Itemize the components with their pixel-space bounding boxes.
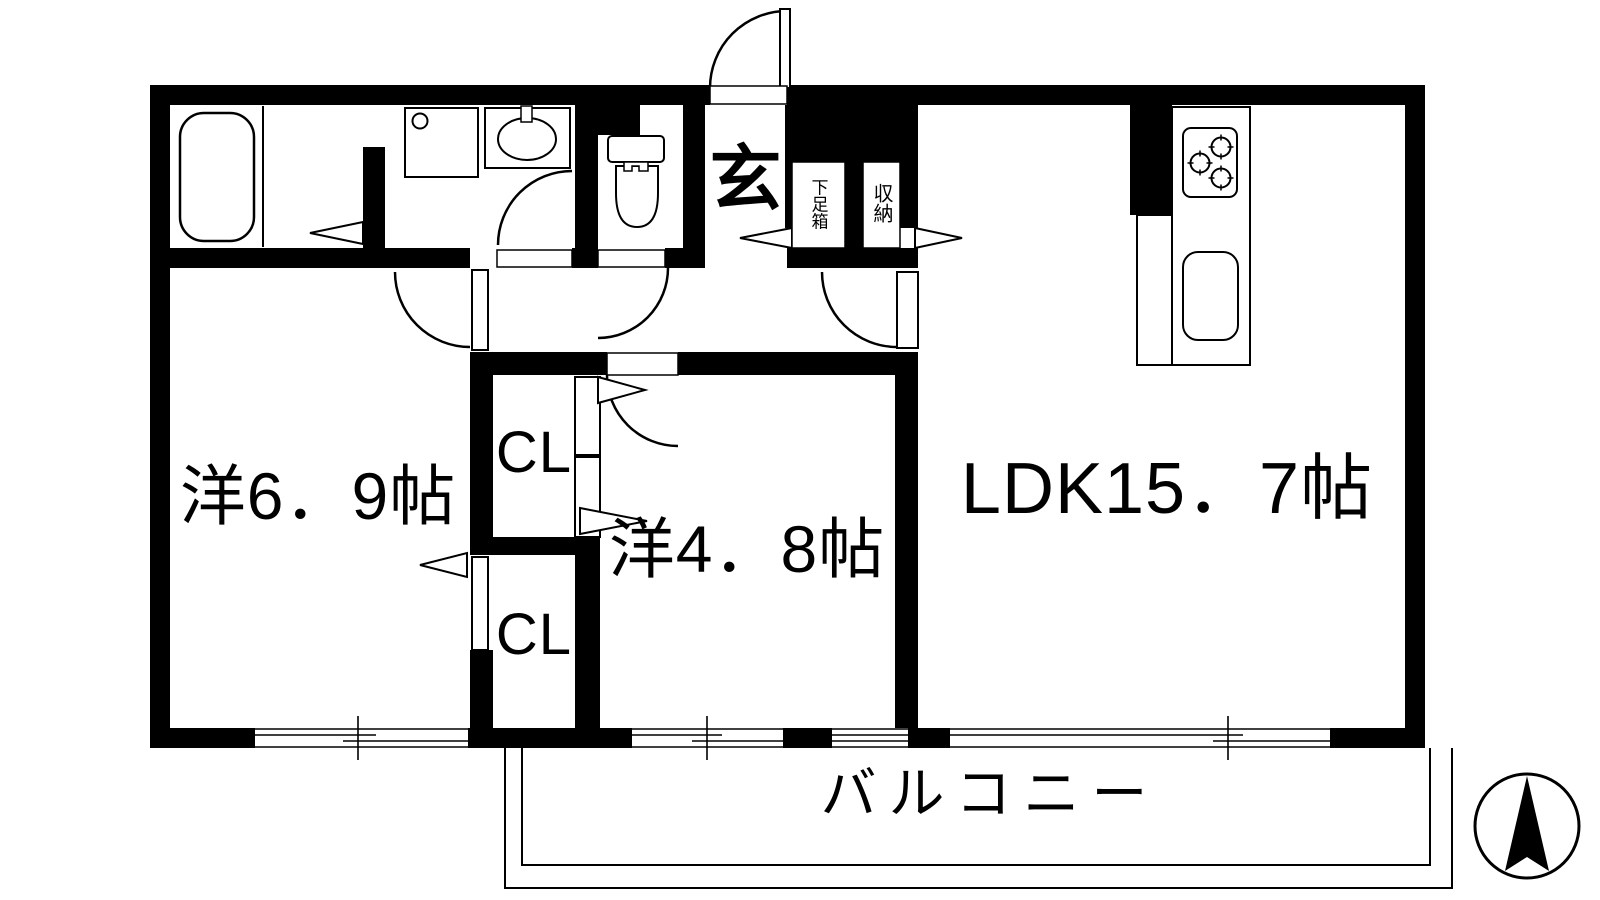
wall-segment	[792, 105, 845, 162]
door-arc-entrance	[708, 9, 788, 89]
wall-segment	[1330, 728, 1425, 748]
storage-cabinet	[862, 161, 901, 249]
wall-segment	[598, 105, 640, 135]
balcony-railing	[504, 748, 1453, 889]
opening-arrow-icon	[579, 506, 648, 536]
opening-arrow-icon	[739, 226, 793, 250]
door-arc-washroom	[496, 169, 573, 246]
wall-segment	[363, 147, 385, 248]
wall-segment	[783, 728, 832, 748]
room-label-bedroom-center: 洋4．8帖	[608, 512, 886, 586]
label-shoe-box: 下足箱	[808, 178, 828, 230]
wall-segment	[470, 650, 493, 728]
wall-segment	[908, 728, 950, 748]
door-leaf	[471, 556, 489, 651]
label-balcony: バルコニー	[820, 762, 1160, 825]
wall-segment	[678, 352, 918, 375]
door-leaf	[896, 271, 919, 349]
wall-segment	[900, 105, 918, 228]
opening-arrow-icon	[419, 551, 468, 579]
fixed-window-icon	[832, 728, 908, 748]
opening-arrow-icon	[309, 220, 364, 246]
walls	[150, 85, 1425, 748]
opening-arrow-icon	[597, 375, 649, 405]
sliding-window-icon	[255, 716, 468, 760]
toilet-icon	[607, 135, 665, 229]
washing-machine-pan-icon	[404, 107, 479, 178]
windows	[255, 716, 1330, 760]
wall-segment	[470, 352, 493, 555]
sliding-window-icon	[632, 716, 783, 760]
wall-segment	[170, 248, 470, 268]
room-label-entrance: 玄	[709, 140, 783, 220]
wall-segment	[845, 105, 863, 248]
north-arrow-icon	[1473, 772, 1581, 880]
wall-segment	[787, 248, 918, 268]
wall-segment	[785, 105, 792, 228]
wall-segment	[787, 85, 1425, 105]
wall-segment	[1405, 85, 1425, 748]
door-arc-ldk	[820, 271, 898, 349]
label-storage: 収納	[870, 183, 892, 223]
wall-segment	[468, 728, 632, 748]
wall-segment	[895, 352, 918, 728]
wall-segment	[575, 105, 598, 248]
wall-segment	[170, 728, 255, 748]
wall-segment	[470, 537, 600, 555]
door-sill	[496, 249, 573, 268]
room-label-ldk: LDK15．7帖	[960, 449, 1374, 529]
wall-segment	[470, 352, 607, 375]
wall-segment	[665, 248, 705, 268]
door-leaf	[471, 269, 489, 351]
door-leaf	[779, 8, 791, 89]
wall-segment	[1130, 105, 1172, 215]
kitchen-sink-icon	[1182, 251, 1239, 341]
opening-arrows	[309, 220, 963, 579]
door-sill	[606, 352, 679, 376]
wall-segment	[575, 555, 600, 728]
closet-door-panel	[574, 376, 601, 456]
room-label-bedroom-left: 洋6．9帖	[179, 459, 457, 533]
wall-segment	[572, 248, 598, 268]
wall-segment	[683, 105, 705, 248]
wall-segment	[150, 85, 170, 748]
door-arc-toilet	[597, 267, 670, 340]
door-sill	[709, 85, 788, 105]
bathtub-icon	[178, 111, 256, 243]
gas-stove-icon	[1182, 127, 1238, 198]
wall-segment	[863, 105, 900, 162]
room-label-closet-upper: CL	[495, 420, 573, 485]
room-label-closet-lower: CL	[495, 602, 573, 667]
wall-segment	[150, 85, 710, 105]
door-arc-bedroom-left	[393, 271, 471, 349]
opening-arrow-icon	[914, 226, 963, 250]
shoe-box-cabinet	[791, 161, 846, 249]
washbasin-icon	[484, 105, 571, 169]
door-sill	[597, 249, 666, 268]
sliding-window-icon	[950, 716, 1330, 760]
